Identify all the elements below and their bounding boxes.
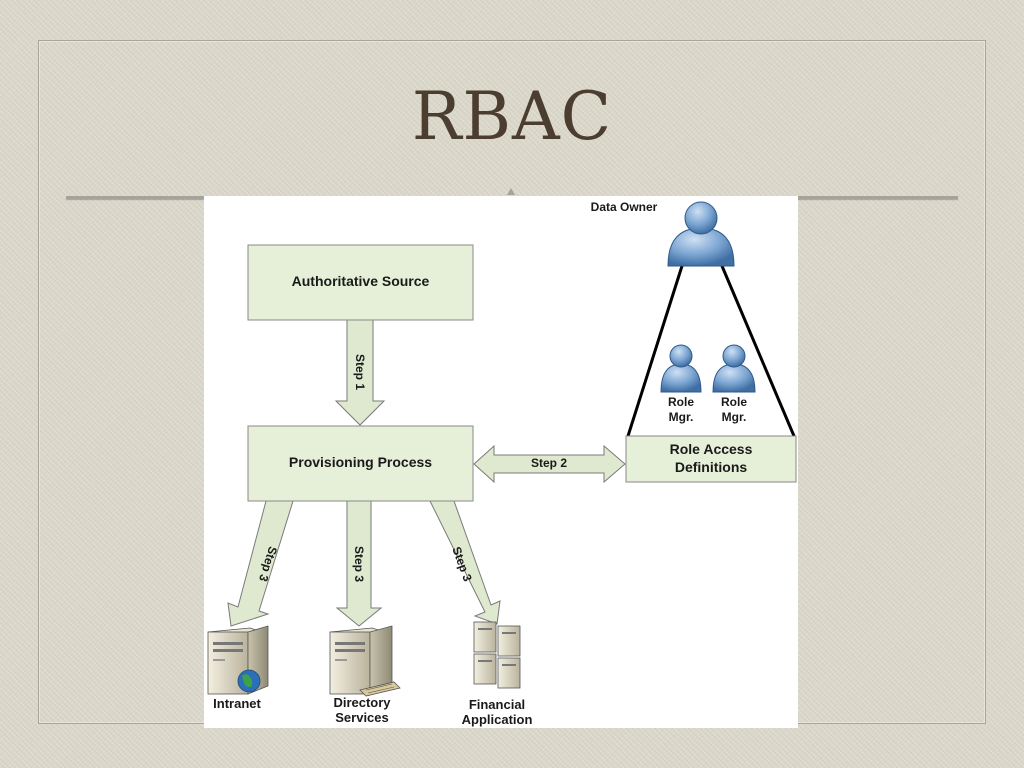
role-mgr-1-person-icon: [660, 344, 702, 393]
authoritative-source-box: [247, 244, 474, 321]
directory-services-label: Directory Services: [322, 695, 402, 725]
data-owner-label: Data Owner: [590, 200, 658, 214]
intranet-server-icon: [207, 625, 269, 695]
rbac-diagram: Data Owner Authoritative Source Provisio…: [204, 196, 798, 728]
role-mgr-2-line2: Mgr.: [721, 410, 747, 424]
directory-services-server-icon: [329, 625, 401, 697]
intranet-label: Intranet: [213, 696, 261, 711]
financial-application-server-icon: [473, 621, 521, 689]
slide-title: RBAC: [411, 78, 613, 155]
step2-arrow: [473, 444, 626, 484]
role-access-definitions-box: [625, 435, 797, 483]
financial-application-line2: Application: [461, 712, 533, 727]
diagram-graphics: [207, 201, 797, 697]
step1-arrow: [334, 319, 386, 426]
divider-ornament: [507, 188, 515, 195]
directory-services-line2: Services: [335, 710, 389, 725]
role-access-definitions-line1: Role Access: [669, 441, 753, 457]
financial-application-label: Financial Application: [452, 697, 542, 727]
role-mgr-2-label: Role Mgr.: [709, 395, 759, 425]
provisioning-process-label: Provisioning Process: [288, 454, 433, 470]
step3-directory-arrow: [335, 500, 383, 627]
data-owner-person-icon: [667, 201, 735, 267]
financial-application-line1: Financial: [468, 697, 526, 712]
role-mgr-1-line1: Role: [667, 395, 694, 409]
step1-label: Step 1: [353, 353, 367, 390]
role-mgr-1-label: Role Mgr.: [656, 395, 706, 425]
directory-services-line1: Directory: [333, 695, 391, 710]
role-access-definitions-label: Role Access Definitions: [626, 440, 796, 476]
step3-directory-label: Step 3: [352, 545, 366, 582]
step3-financial-arrow: [429, 500, 501, 625]
role-mgr-2-person-icon: [712, 344, 756, 393]
authoritative-source-label: Authoritative Source: [291, 273, 430, 289]
role-mgr-1-line2: Mgr.: [668, 410, 694, 424]
step3-intranet-arrow: [227, 500, 294, 627]
role-mgr-2-line1: Role: [720, 395, 747, 409]
role-access-definitions-line2: Definitions: [674, 459, 748, 475]
step2-label: Step 2: [530, 456, 567, 470]
provisioning-process-box: [247, 425, 474, 502]
data-owner-hierarchy-lines: [626, 265, 796, 437]
